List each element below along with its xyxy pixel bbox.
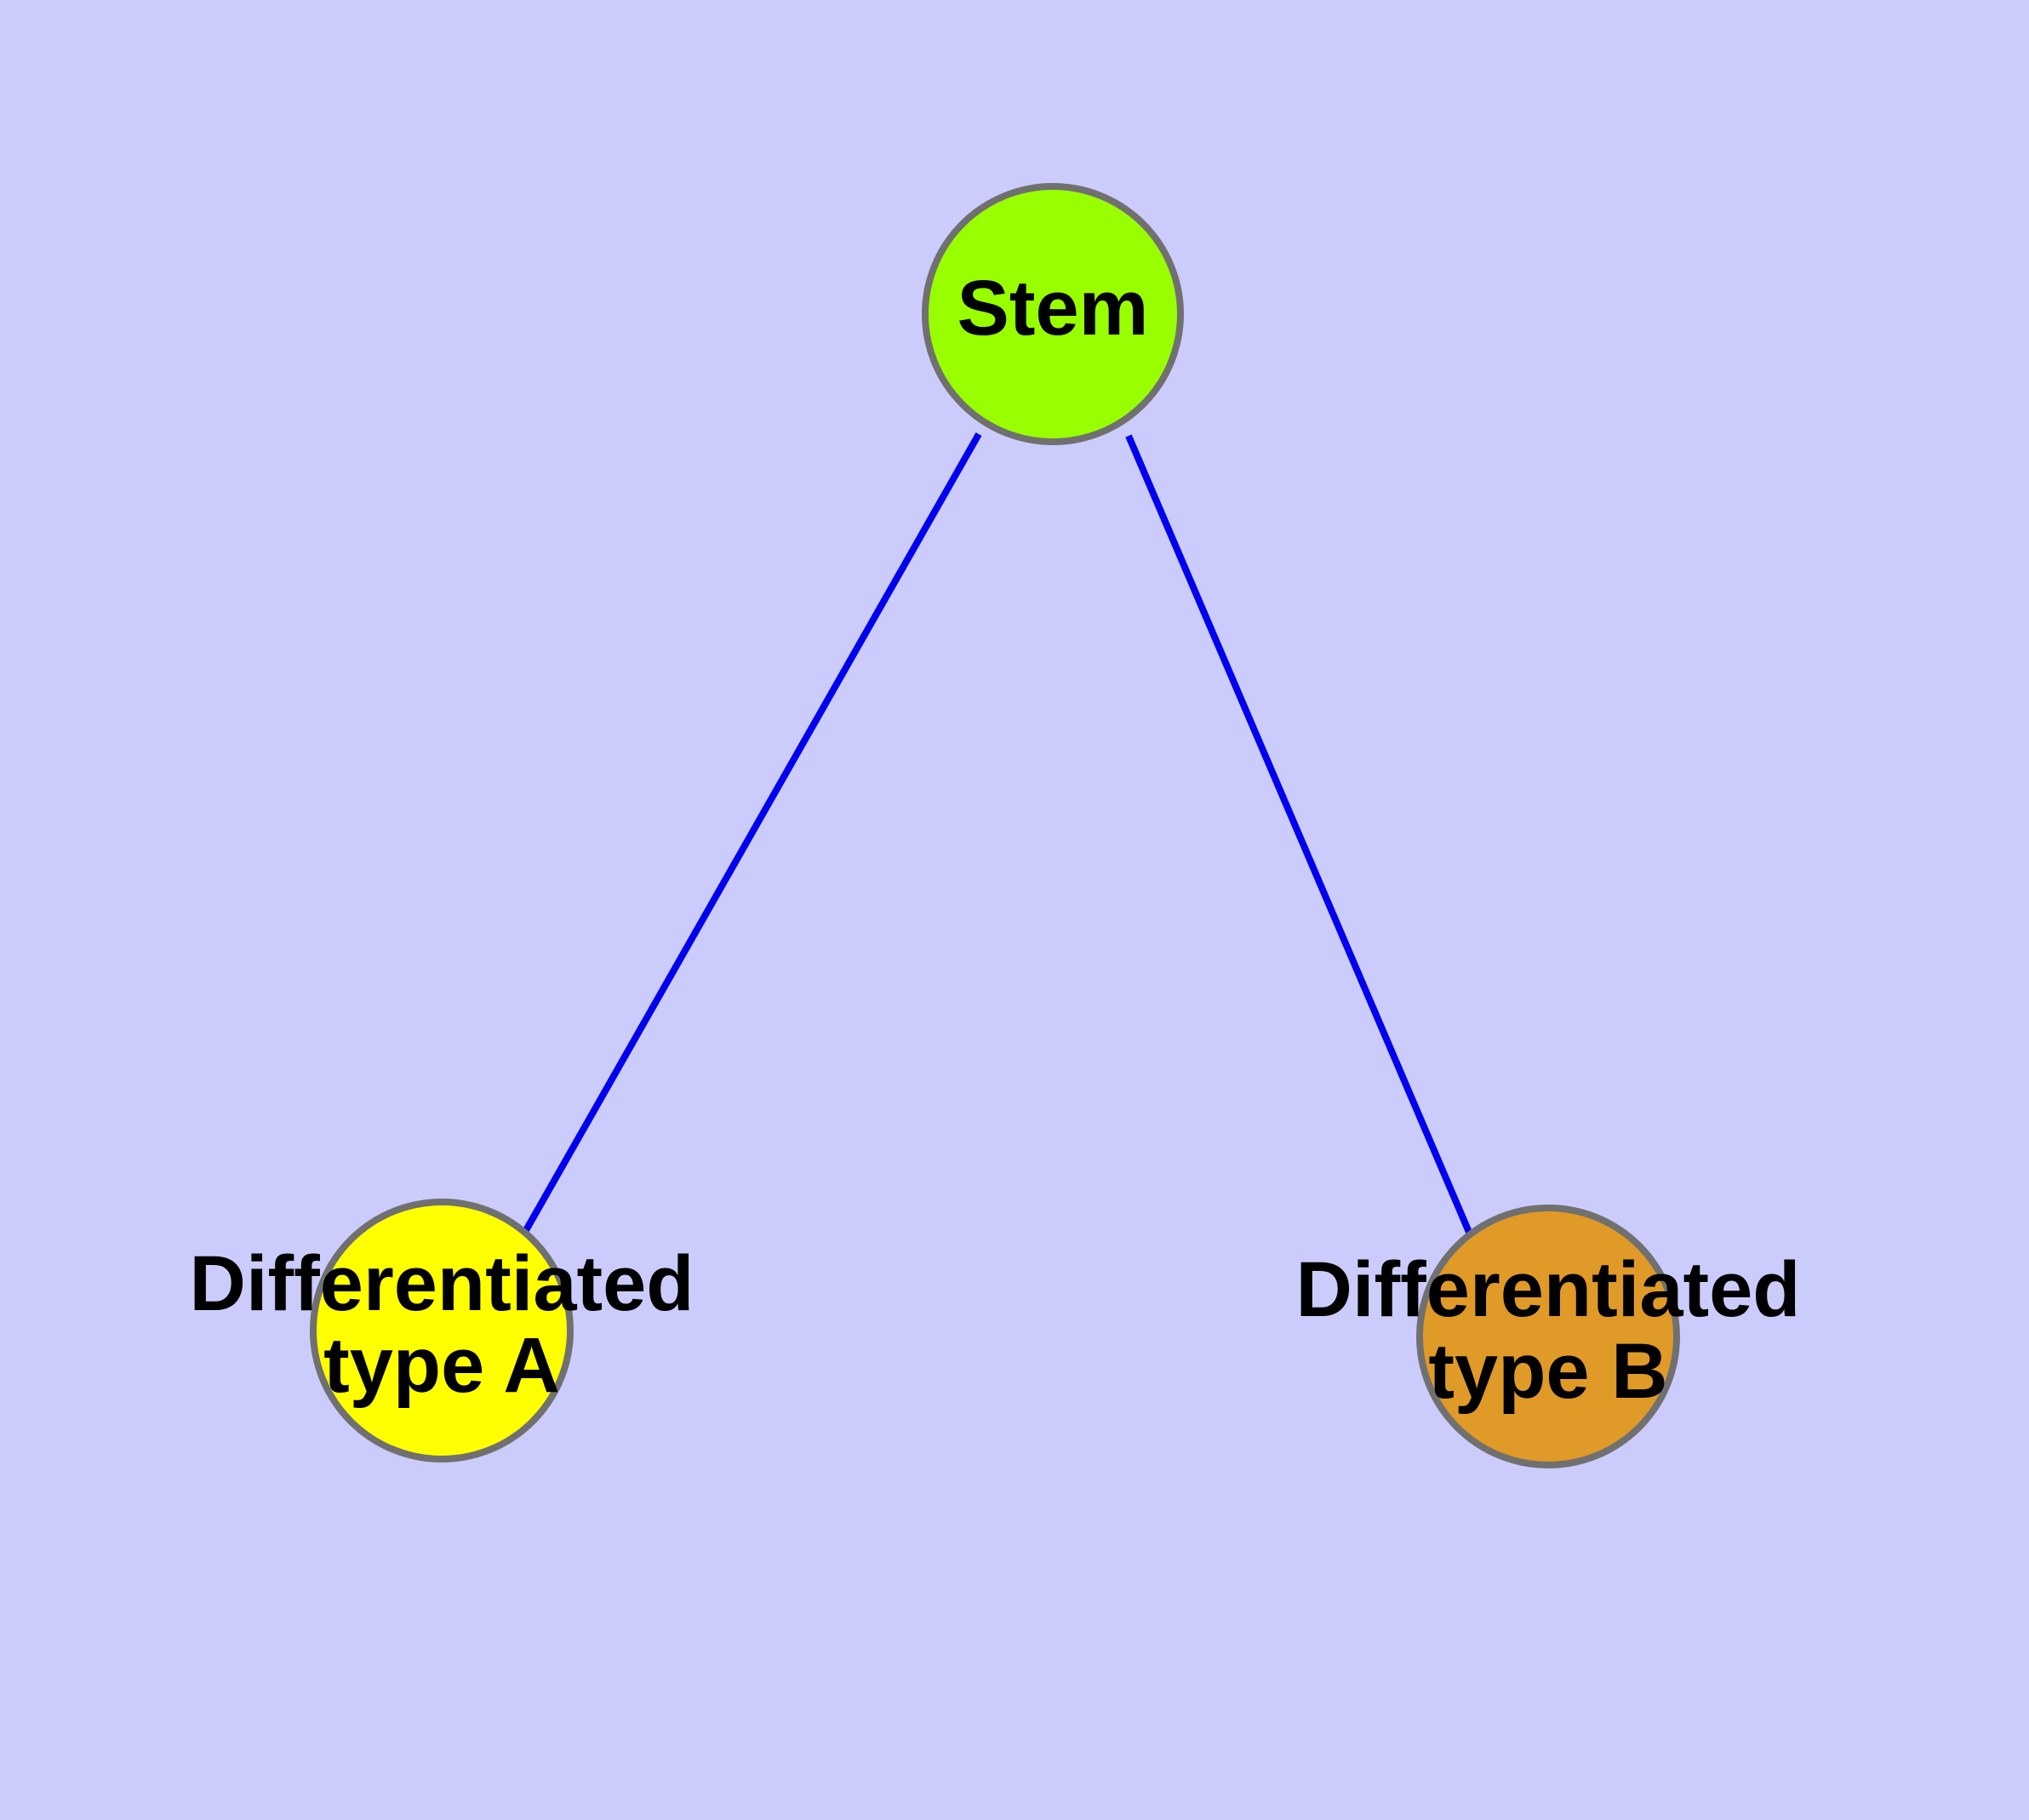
edge-stem-to-differentiated-type-a[interactable]: [522, 432, 982, 1233]
stem-node-label: Stem: [957, 265, 1149, 352]
edge-stem-to-differentiated-type-b[interactable]: [1125, 434, 1474, 1238]
node-stem[interactable]: Stem: [922, 183, 1184, 445]
stem-node-circle[interactable]: [922, 183, 1184, 445]
edge-layer: [522, 432, 1474, 1238]
differentiated-type-a-node-circle[interactable]: [310, 1199, 574, 1462]
differentiated-type-b-node-circle[interactable]: [1416, 1205, 1680, 1468]
